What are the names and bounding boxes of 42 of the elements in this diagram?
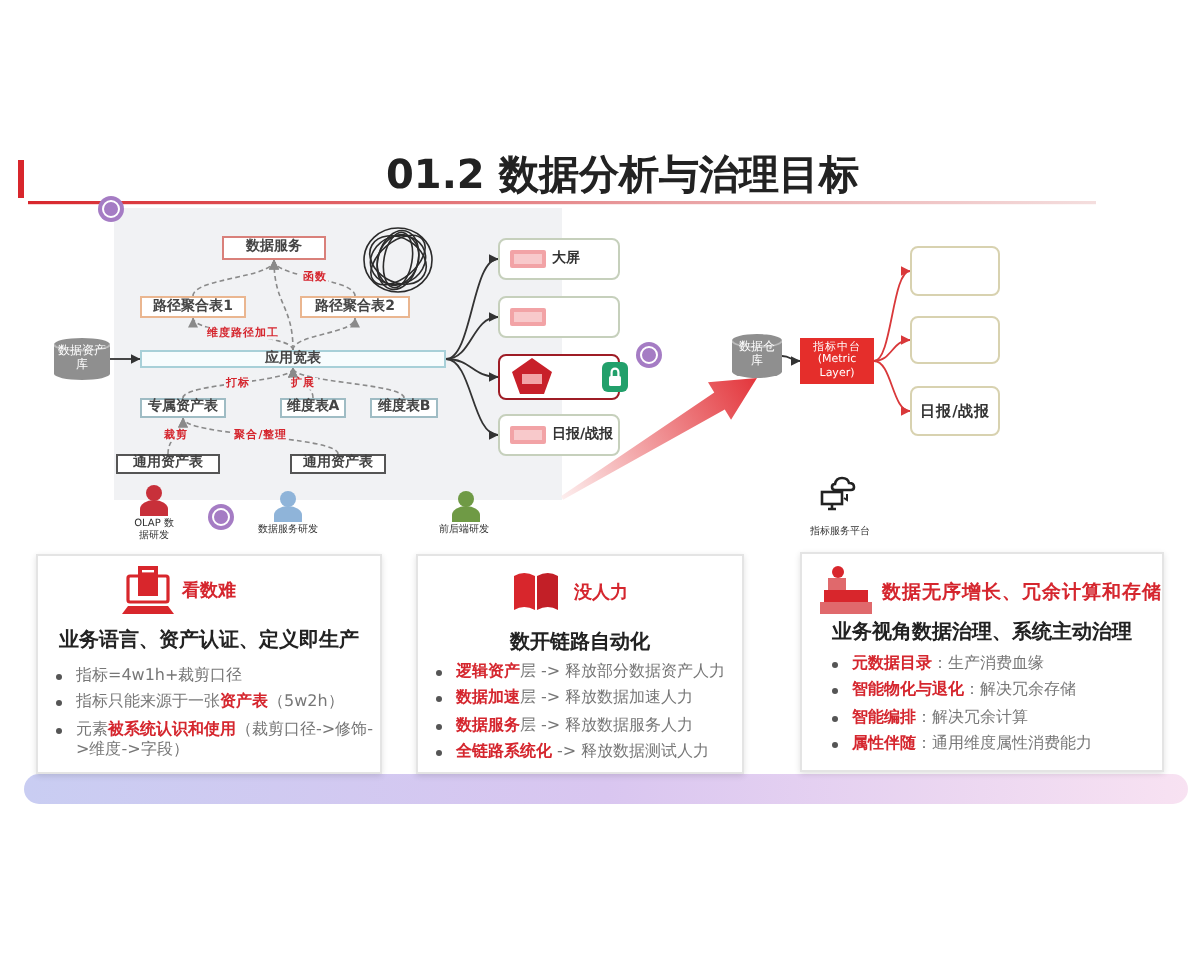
bullet-item: 元素被系统认识和使用（裁剪口径->修饰->维度->字段）: [76, 719, 374, 762]
card-subtitle: 数开链路自动化: [510, 632, 650, 656]
output-box: [910, 316, 1000, 364]
bullet-item: 属性伴随：通用维度属性消费能力: [852, 734, 1094, 756]
bullet-item: 智能编排：解决冗余计算: [852, 707, 1030, 729]
block-arrow: [560, 378, 757, 500]
arrow: [781, 355, 801, 366]
info-card: [36, 554, 382, 774]
arrow: [873, 360, 911, 414]
bullet-item: 指标只能来源于一张资产表（5w2h）: [76, 692, 346, 714]
arrow: [445, 358, 499, 382]
card-heading: 数据无序增长、冗余计算和存储: [882, 582, 1162, 605]
info-card: [416, 554, 744, 774]
bullet-item: 逻辑资产层 -> 释放部分数据资产人力: [456, 662, 728, 683]
card-heading: 看数难: [182, 582, 236, 604]
bullet-item: 智能物化与退化：解决冗余存储: [852, 680, 1078, 702]
arrow: [445, 257, 499, 360]
arrow: [109, 354, 141, 364]
arrow: [292, 367, 405, 399]
card-subtitle: 业务语言、资产认证、定义即生产: [59, 630, 359, 654]
output-box: [498, 414, 620, 456]
arrow: [873, 270, 911, 362]
card-heading: 没人力: [574, 584, 628, 606]
card-subtitle: 业务视角数据治理、系统主动治理: [832, 622, 1132, 646]
bullet-item: 数据服务层 -> 释放数据服务人力: [456, 715, 696, 737]
bullet-item: 全链路系统化 -> 释放数据测试人力: [456, 742, 712, 764]
arrow: [445, 313, 499, 360]
arrow: [192, 259, 276, 297]
bullet-item: 指标=4w1h+裁剪口径: [76, 666, 245, 687]
arrow: [445, 358, 499, 438]
info-card: [800, 552, 1164, 772]
output-box: [498, 238, 620, 280]
arrow: [292, 317, 357, 351]
output-box: [498, 354, 620, 400]
glow-band: [24, 774, 1188, 804]
bullet-item: 元数据目录：生产消费血缘: [852, 654, 1046, 675]
output-box: [498, 296, 620, 338]
output-box: [910, 246, 1000, 296]
arrow: [182, 367, 294, 399]
arrow: [873, 335, 911, 362]
title: 01.2 数据分析与治理目标: [386, 152, 859, 196]
bullet-item: 数据加速层 -> 释放数据加速人力: [456, 688, 696, 710]
